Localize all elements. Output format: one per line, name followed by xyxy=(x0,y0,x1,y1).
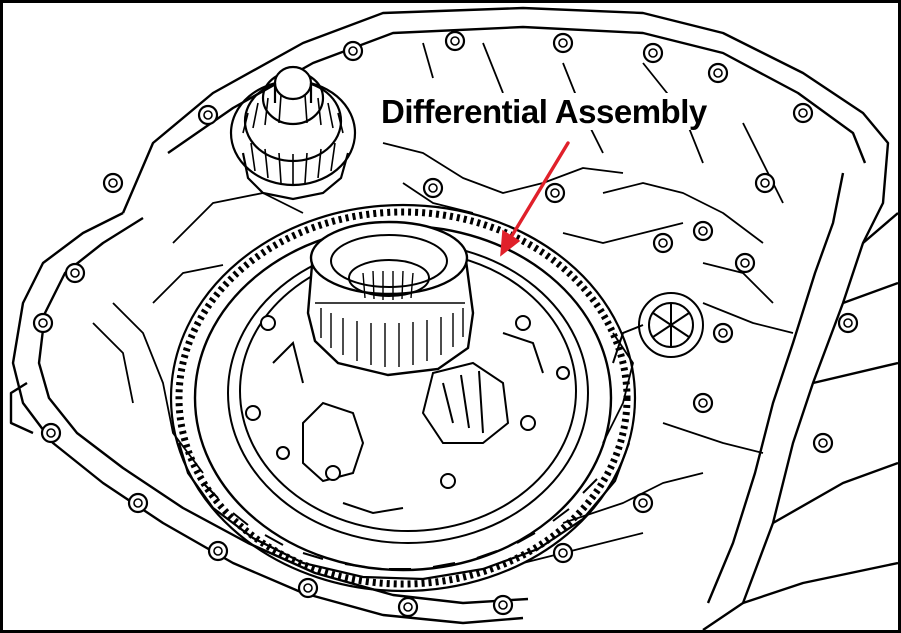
callout-label-differential-assembly: Differential Assembly xyxy=(375,93,713,130)
transaxle-line-drawing xyxy=(9,6,898,630)
callout-arrow xyxy=(500,141,570,257)
countershaft-gear xyxy=(229,65,357,201)
carrier-bearing xyxy=(306,220,475,377)
speedometer-gear xyxy=(612,292,704,364)
carrier-holes xyxy=(245,315,570,489)
